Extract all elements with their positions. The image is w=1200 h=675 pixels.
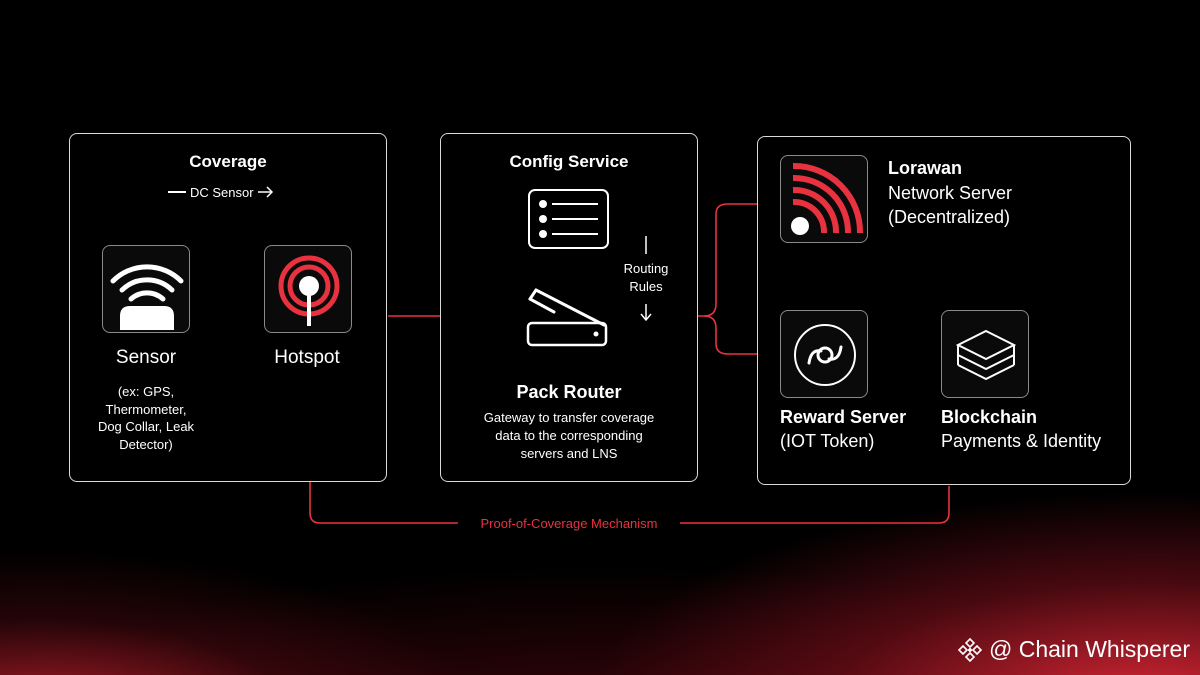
wifi-sensor-icon bbox=[110, 264, 184, 330]
reward-server-title: Reward Server bbox=[780, 407, 907, 427]
lorawan-title: Lorawan bbox=[888, 158, 963, 178]
helium-token-icon bbox=[794, 324, 856, 386]
watermark-text: @ Chain Whisperer bbox=[988, 636, 1190, 662]
pack-router-description: Gateway to transfer coverage data to the… bbox=[440, 409, 698, 463]
arrow-right-icon bbox=[257, 186, 273, 198]
dc-sensor-label: DC Sensor bbox=[168, 184, 274, 200]
blockchain-title: Blockchain bbox=[941, 407, 1038, 427]
config-service-title: Config Service bbox=[509, 152, 629, 171]
routing-rules-line: Routing bbox=[623, 261, 669, 276]
dc-sensor-text: DC Sensor bbox=[190, 184, 254, 200]
poc-mechanism-label: Proof-of-Coverage Mechanism bbox=[458, 512, 680, 536]
pack-router-description-line: data to the corresponding bbox=[495, 428, 643, 443]
sensor-examples: (ex: GPS, Thermometer, Dog Collar, Leak … bbox=[76, 383, 216, 453]
sensor-examples-line: Thermometer, bbox=[105, 401, 187, 417]
pack-router-description-line: servers and LNS bbox=[520, 446, 618, 461]
binance-logo-icon bbox=[957, 637, 983, 662]
routing-down-arrow bbox=[640, 236, 652, 322]
router-to-reward-arrow bbox=[703, 315, 776, 359]
reward-icon-box bbox=[780, 310, 868, 398]
blockchain-icon-box bbox=[941, 310, 1029, 398]
lorawan-subtitle: Network Server (Decentralized) bbox=[888, 181, 1012, 229]
pack-router-description-line: Gateway to transfer coverage bbox=[483, 410, 655, 425]
hotspot-icon-box bbox=[264, 245, 352, 333]
router-to-servers-arrow bbox=[668, 199, 776, 317]
hotspot-label: Hotspot bbox=[274, 347, 340, 368]
routing-rules-label: Routing Rules bbox=[612, 260, 680, 296]
pack-router-title: Pack Router bbox=[516, 382, 622, 402]
lorawan-subtitle-line: Network Server bbox=[888, 183, 1013, 203]
reward-server-subtitle: (IOT Token) bbox=[780, 431, 875, 451]
lorawan-subtitle-line: (Decentralized) bbox=[888, 207, 1011, 227]
hotspot-antenna-icon bbox=[278, 255, 340, 326]
sensor-label: Sensor bbox=[115, 347, 177, 368]
lorawan-icon-box bbox=[780, 155, 868, 243]
sensor-icon-box bbox=[102, 245, 190, 333]
list-icon bbox=[528, 189, 609, 249]
sensor-examples-line: (ex: GPS, bbox=[117, 384, 175, 399]
lorawan-signal-icon bbox=[791, 162, 864, 235]
sensor-examples-line: Detector) bbox=[119, 436, 173, 452]
sensor-examples-line: Dog Collar, Leak bbox=[97, 419, 195, 434]
routing-rules-line: Rules bbox=[629, 279, 663, 294]
layers-icon bbox=[955, 329, 1017, 381]
coverage-title: Coverage bbox=[189, 152, 267, 171]
watermark: @ Chain Whisperer bbox=[957, 636, 1190, 663]
blockchain-subtitle: Payments & Identity bbox=[941, 431, 1102, 451]
router-icon bbox=[526, 288, 608, 347]
